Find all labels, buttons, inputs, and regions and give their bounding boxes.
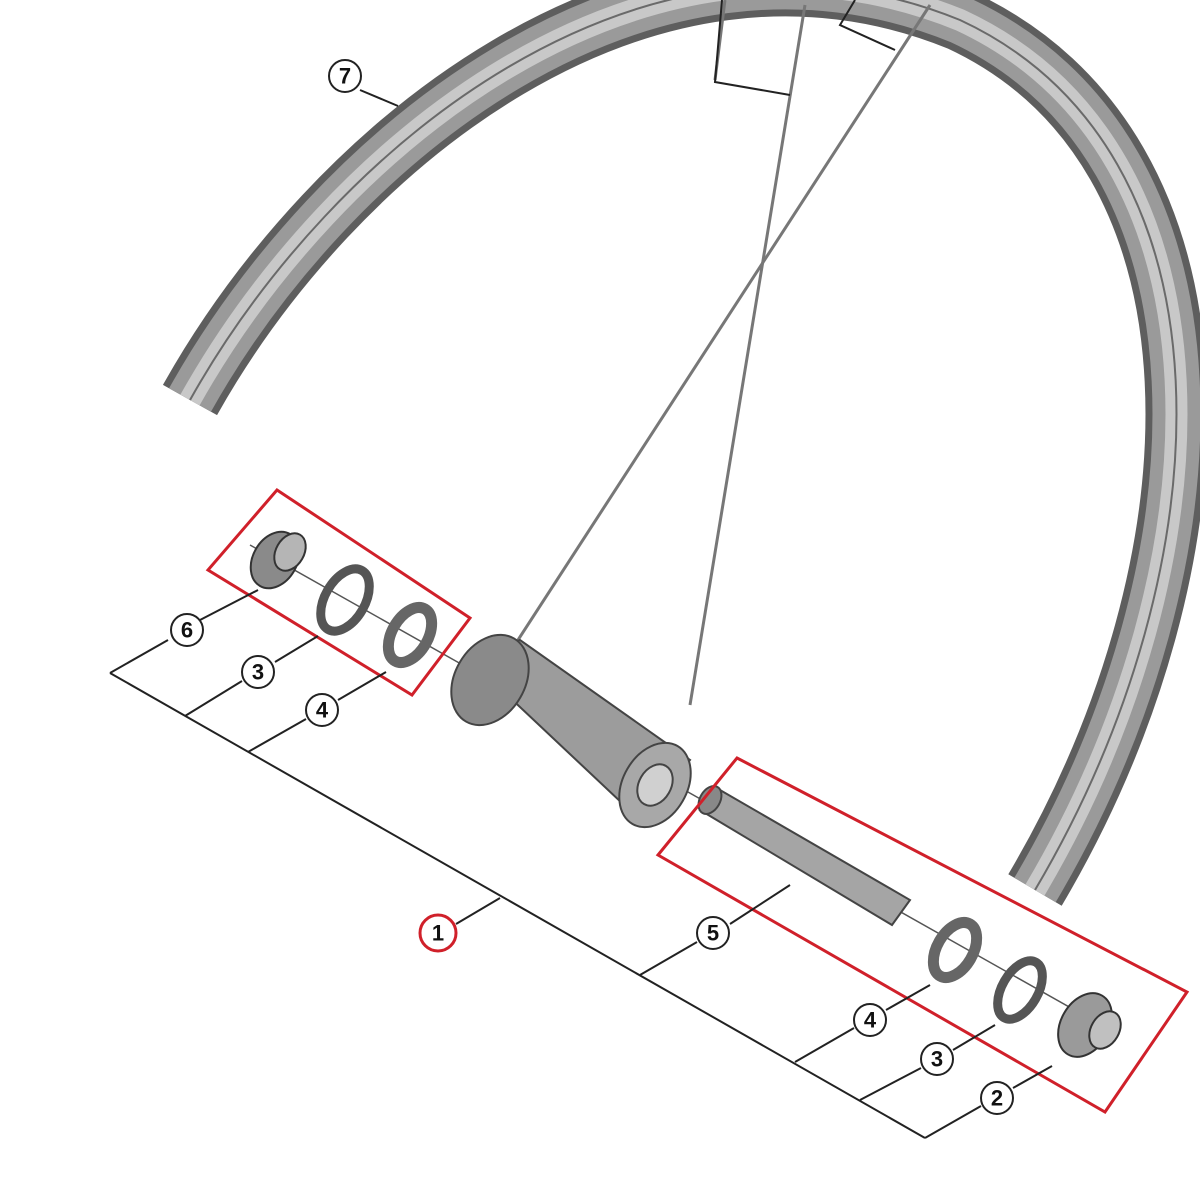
callout-2: 2	[980, 1081, 1014, 1115]
callout-label: 4	[864, 1008, 877, 1033]
rim	[162, 0, 1200, 906]
callout-6: 6	[170, 613, 204, 647]
left-seal	[316, 564, 374, 636]
spokes	[503, 0, 932, 706]
callout-label: 4	[316, 698, 329, 723]
highlight-box-left	[205, 488, 473, 697]
callout-label: 2	[991, 1086, 1003, 1111]
callout-label: 7	[339, 64, 351, 89]
callout-3-left: 3	[241, 655, 275, 689]
right-bearing	[927, 917, 983, 983]
callout-4-left: 4	[305, 693, 339, 727]
axle	[697, 785, 912, 927]
hub-body	[450, 633, 692, 829]
spoke-brackets	[713, 0, 896, 96]
callout-3-right: 3	[920, 1042, 954, 1076]
callout-label: 3	[931, 1047, 943, 1072]
left-bearing	[382, 602, 438, 668]
right-end-cap	[1057, 992, 1122, 1058]
callout-7: 7	[328, 59, 362, 93]
highlight-box-right	[655, 756, 1190, 1114]
left-end-cap	[249, 530, 307, 590]
callout-4-right: 4	[853, 1003, 887, 1037]
right-seal	[993, 956, 1047, 1024]
callout-label: 6	[181, 618, 193, 643]
leader-lines	[109, 89, 1053, 1139]
callout-label: 1	[432, 921, 444, 946]
callout-label: 5	[707, 921, 719, 946]
callout-label: 3	[252, 660, 264, 685]
callout-1: 1	[418, 913, 458, 953]
callout-5: 5	[696, 916, 730, 950]
